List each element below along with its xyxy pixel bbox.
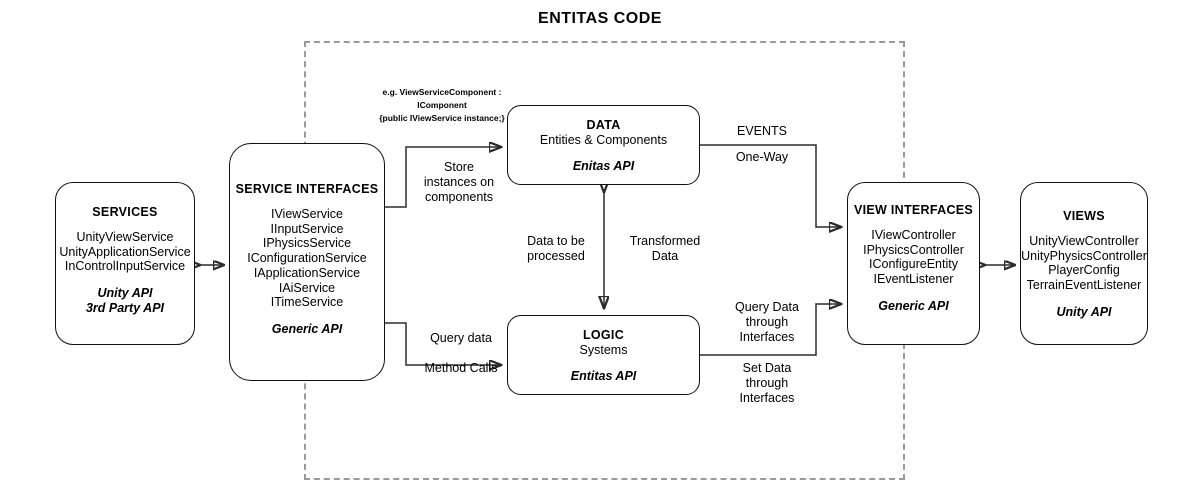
list-item: UnityViewController [1029,233,1139,248]
node-service-interfaces-header: SERVICE INTERFACES [235,182,379,196]
node-service-interfaces[interactable]: SERVICE INTERFACES IViewService IInputSe… [229,143,385,381]
edge-label-transformed-data: Transformed Data [629,234,701,263]
node-data-subtitle: Entities & Components [539,132,668,147]
list-item: UnityPhysicsController [1021,248,1147,263]
node-data-header: DATA [586,118,621,132]
node-logic-header: LOGIC [582,328,625,342]
list-item: IEventListener [873,272,954,286]
edge-label-query-data-method-calls: Query data Method Calls [424,331,498,375]
list-item: UnityViewService [76,229,174,244]
node-service-interfaces-items: IViewService IInputService IPhysicsServi… [247,207,367,310]
list-item: TerrainEventListener [1026,278,1142,292]
node-data[interactable]: DATA Entities & Components Enitas API [507,105,700,185]
list-item: IViewController [871,227,956,242]
node-views-items: UnityViewController UnityPhysicsControll… [1021,234,1147,293]
node-data-api: Enitas API [572,158,635,173]
list-item: IAiService [278,280,336,295]
node-views-header: VIEWS [1063,209,1105,223]
wire-service-interfaces-to-data [385,147,501,208]
list-item: IViewService [270,206,343,221]
list-item: IConfigureEntity [869,257,958,272]
list-item: IApplicationService [253,265,361,280]
list-item: IPhysicsController [863,242,964,257]
diagram-title: ENTITAS CODE [538,10,662,27]
wire-data-to-view-interfaces [700,144,841,227]
list-item: IInputService [270,221,344,236]
node-logic-subtitle: Systems [579,342,628,357]
node-services-api: Unity API 3rd Party API [85,286,165,315]
annotation-component-example: e.g. ViewServiceComponent : IComponent {… [379,87,505,124]
node-views[interactable]: VIEWS UnityViewController UnityPhysicsCo… [1020,182,1148,345]
node-service-interfaces-api: Generic API [271,322,343,336]
wire-service-interfaces-to-logic [385,322,501,365]
edge-label-data-to-be-processed: Data to be processed [527,234,585,263]
edge-label-one-way: One-Way [735,150,789,164]
list-item: IConfigurationService [247,251,367,265]
node-services[interactable]: SERVICES UnityViewService UnityApplicati… [55,182,195,345]
edge-label-store-instances: Store instances on components [423,160,495,204]
node-logic[interactable]: LOGIC Systems Entitas API [507,315,700,395]
node-view-interfaces[interactable]: VIEW INTERFACES IViewController IPhysics… [847,182,980,345]
edge-label-set-data-through-interfaces: Set Data through Interfaces [739,361,795,405]
list-item: IPhysicsService [262,236,352,251]
list-item: PlayerConfig [1048,263,1120,278]
list-item: InControlInputService [64,259,186,274]
node-view-interfaces-header: VIEW INTERFACES [853,203,974,217]
node-views-api: Unity API [1056,304,1112,319]
node-services-items: UnityViewService UnityApplicationService… [59,230,190,274]
list-item: ITimeService [270,295,344,310]
node-logic-api: Entitas API [570,368,637,383]
node-view-interfaces-api: Generic API [878,298,949,313]
edge-label-query-data-through-interfaces: Query Data through Interfaces [735,300,799,344]
node-services-header: SERVICES [92,205,158,219]
edge-label-events: EVENTS [736,124,787,138]
wire-logic-to-view-interfaces [700,304,841,356]
node-view-interfaces-items: IViewController IPhysicsController IConf… [863,228,964,287]
list-item: UnityApplicationService [59,244,191,259]
